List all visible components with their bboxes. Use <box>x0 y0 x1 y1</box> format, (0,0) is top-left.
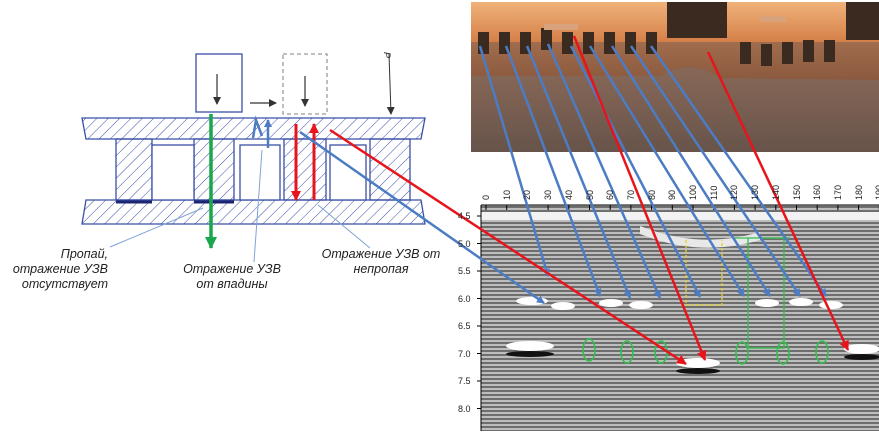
scan-x-tick-label: 50 <box>585 190 595 200</box>
scan-y-tick-label: 4.5 <box>458 211 471 221</box>
label-nepropai-line2: непропая <box>306 262 456 277</box>
label-probe-symbol: Р <box>379 52 394 58</box>
label-nepropai-line1: Отражение УЗВ от <box>306 247 456 262</box>
scan-x-tick-label: 190 <box>874 185 879 200</box>
scan-x-tick-label: 30 <box>543 190 553 200</box>
scan-y-tick-label: 5.5 <box>458 266 471 276</box>
scan-x-tick-label: 160 <box>812 185 822 200</box>
scan-y-tick-label: 8.0 <box>458 404 471 414</box>
cross-section-photo <box>471 2 879 152</box>
scan-x-tick-label: 150 <box>792 185 802 200</box>
scan-x-tick-label: 10 <box>502 190 512 200</box>
scan-x-tick-label: 140 <box>771 185 781 200</box>
scan-x-tick-label: 130 <box>750 185 760 200</box>
label-propai-line3: отсутствует <box>0 277 108 292</box>
scan-x-tick-label: 90 <box>667 190 677 200</box>
scan-x-tick-label: 40 <box>564 190 574 200</box>
probe-solid <box>196 54 242 112</box>
scan-x-tick-label: 110 <box>709 186 719 200</box>
label-vpadina-line1: Отражение УЗВ <box>172 262 292 277</box>
ultrasonic-scan <box>466 176 879 431</box>
label-propai-line2: отражение УЗВ <box>0 262 108 277</box>
scan-x-tick-label: 120 <box>729 185 739 200</box>
scan-x-tick-label: 180 <box>854 185 864 200</box>
scan-x-tick-label: 0 <box>481 195 491 200</box>
label-vpadina: Отражение УЗВ от впадины <box>172 262 292 292</box>
scan-x-tick-label: 80 <box>647 190 657 200</box>
scan-x-tick-label: 100 <box>688 185 698 200</box>
scan-x-tick-label: 20 <box>522 190 532 200</box>
scan-x-tick-label: 70 <box>626 190 636 200</box>
label-nepropai: Отражение УЗВ от непропая <box>306 247 456 277</box>
scan-y-tick-label: 7.0 <box>458 349 471 359</box>
label-propai: Пропай, отражение УЗВ отсутствует <box>0 247 108 292</box>
scan-y-tick-label: 6.5 <box>458 321 471 331</box>
label-vpadina-line2: от впадины <box>172 277 292 292</box>
scan-x-tick-label: 60 <box>605 190 615 200</box>
label-propai-line1: Пропай, <box>0 247 108 262</box>
scan-y-tick-label: 5.0 <box>458 239 471 249</box>
scan-x-tick-label: 170 <box>833 185 843 200</box>
scan-y-tick-label: 7.5 <box>458 376 471 386</box>
scan-y-tick-label: 6.0 <box>458 294 471 304</box>
